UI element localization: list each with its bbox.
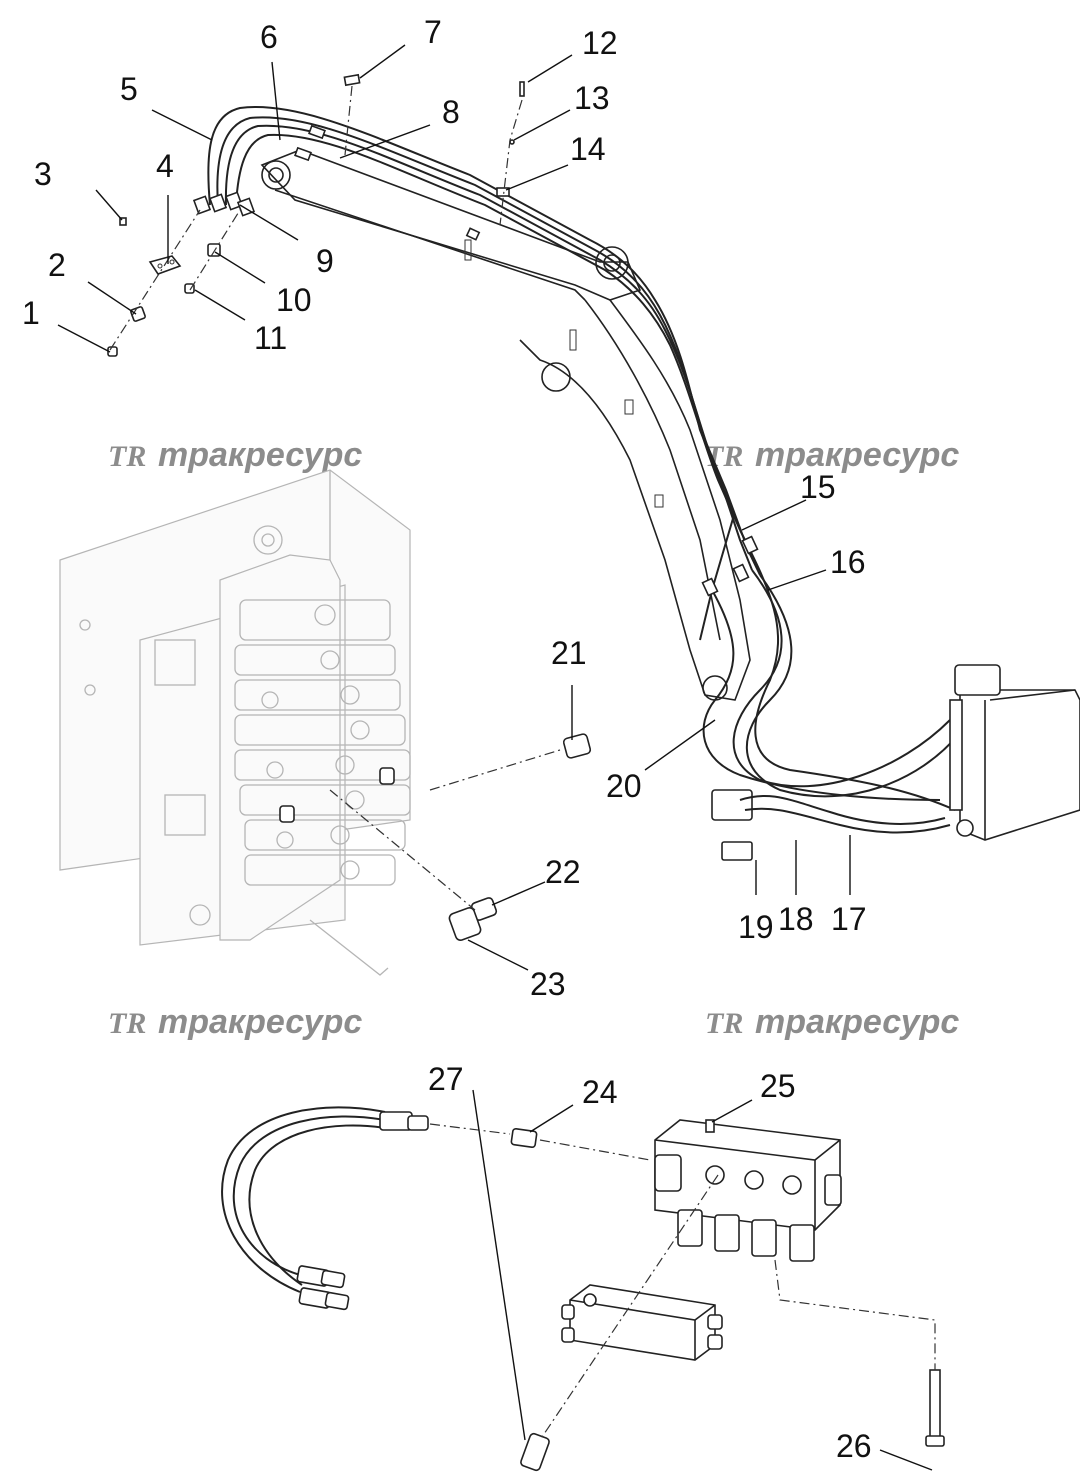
callout-3: 3 [34,156,52,192]
svg-text:TR: TR [108,1007,146,1040]
callout-9: 9 [316,243,334,279]
valve-sections [234,599,411,886]
svg-text:тракресурс: тракресурс [755,436,959,474]
fitting-group-left [107,73,525,357]
callout-14: 14 [570,131,606,167]
callout-22: 22 [545,854,581,890]
callout-11: 11 [254,320,287,356]
bolt-and-plug [520,1174,945,1472]
callout-23: 23 [530,966,566,1002]
callout-6: 6 [260,19,278,55]
callout-labels: 1 2 3 4 5 6 7 8 9 10 11 12 13 14 15 16 1… [22,14,872,1464]
callout-16: 16 [830,544,866,580]
manifold-block-small [561,1284,723,1361]
callout-17: 17 [831,901,867,937]
manifold-block [654,1119,842,1262]
callout-25: 25 [760,1068,796,1104]
svg-text:тракресурс: тракресурс [755,1003,959,1041]
fittings-21-23 [329,733,592,941]
callout-19: 19 [738,909,774,945]
callout-26: 26 [836,1428,872,1464]
pilot-valve-box [711,664,1080,861]
callout-18: 18 [778,901,814,937]
callout-4: 4 [156,148,174,184]
boom-arm [260,149,751,701]
callout-8: 8 [442,94,460,130]
hose-pair-bottom [221,1106,651,1311]
svg-text:TR: TR [108,440,146,473]
callout-24: 24 [582,1074,618,1110]
callout-12: 12 [582,25,618,61]
svg-text:тракресурс: тракресурс [158,1003,362,1041]
callout-21: 21 [551,635,587,671]
watermark-4: TR тракресурс [705,1003,959,1041]
callout-13: 13 [574,80,610,116]
hose-bundle-boom [207,106,959,811]
callout-5: 5 [120,71,138,107]
callout-7: 7 [424,14,442,50]
callout-10: 10 [276,282,312,318]
watermark-2: TR тракресурс [705,436,959,474]
leader-lines [57,44,933,1471]
svg-text:тракресурс: тракресурс [158,436,362,474]
callout-15: 15 [800,469,836,505]
callout-1: 1 [22,295,40,331]
watermark-3: TR тракресурс [108,1003,362,1041]
svg-text:TR: TR [705,1007,743,1040]
callout-27: 27 [428,1061,464,1097]
watermark-1: TR тракресурс [108,436,362,474]
control-valve-background [59,469,411,976]
callout-20: 20 [606,768,642,804]
callout-2: 2 [48,247,66,283]
